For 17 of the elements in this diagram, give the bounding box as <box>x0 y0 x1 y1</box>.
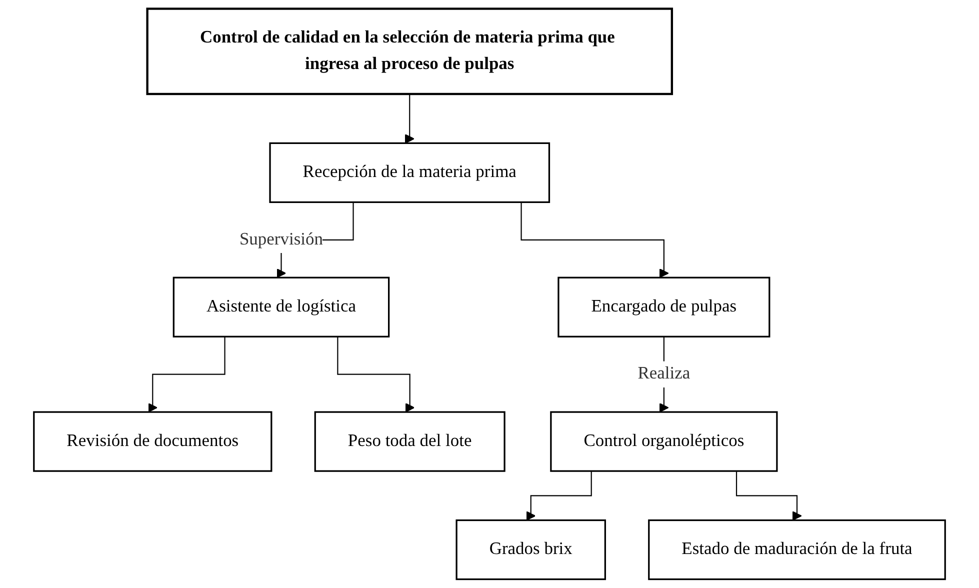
node-box: Encargado de pulpas <box>558 276 770 338</box>
node-box: Peso toda del lote <box>314 411 506 472</box>
edge-label: Realiza <box>638 364 690 384</box>
node-box: Control organolépticos <box>550 411 778 472</box>
node-box: Revisión de documentos <box>33 411 272 472</box>
node-box: Recepción de la materia prima <box>269 142 550 204</box>
arrow <box>404 94 414 144</box>
edge-label: Supervisión <box>239 230 324 249</box>
arrow <box>526 471 592 521</box>
node-box: Grados brix <box>456 519 606 580</box>
node-box: Control de calidad en la selección de materia prima que ingresa al proceso de pulpas <box>146 8 674 96</box>
node-box: Asistente de logística <box>172 276 390 338</box>
arrow <box>736 471 802 521</box>
node-box: Estado de maduración de la fruta <box>648 519 946 580</box>
arrow <box>520 202 669 278</box>
arrow <box>337 336 415 412</box>
arrow <box>148 336 226 412</box>
